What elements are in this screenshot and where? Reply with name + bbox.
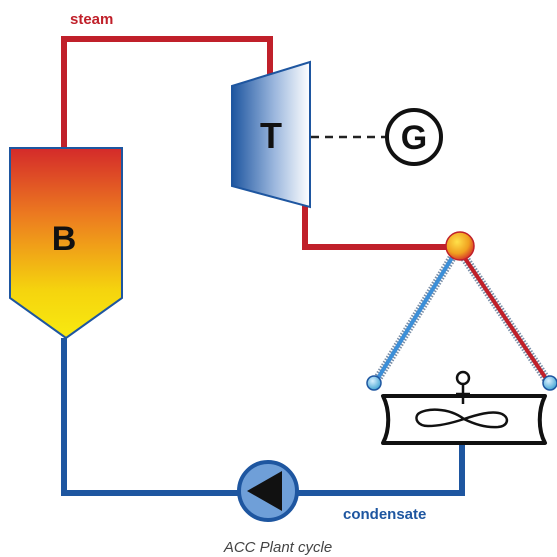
turbine-label: T [260,115,282,156]
boiler [9,147,123,340]
condensate-label: condensate [343,506,426,523]
steam-line [61,36,273,148]
acc-right-tube-bundle [454,245,553,386]
generator-label: G [401,119,427,157]
diagram-caption: ACC Plant cycle [223,539,332,556]
boiler-label: B [52,220,77,258]
condensate-node-left [366,375,382,391]
acc-left-tube-bundle [371,245,462,386]
exhaust-steam-line [302,200,458,250]
condensate-node-right [542,375,557,391]
fan-icon [415,408,509,429]
steam-header [445,231,475,261]
fan-motor-icon [455,370,471,404]
turbine [231,60,311,209]
pump-direction-icon [247,471,282,511]
generator [385,108,443,166]
steam-label: steam [70,11,113,28]
